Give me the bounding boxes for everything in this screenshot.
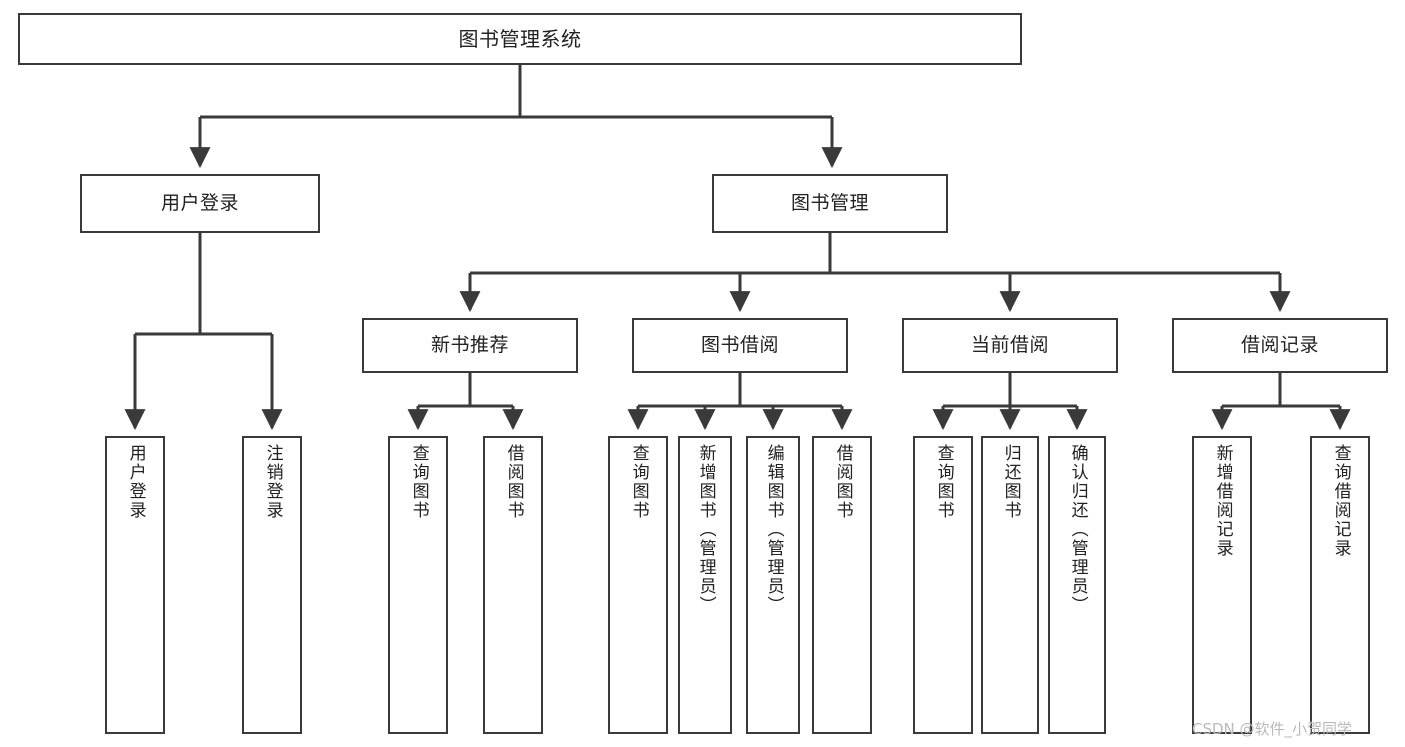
- node-leaf-query-book-1-label: 查询图书: [408, 444, 429, 520]
- node-leaf-logout-login-label: 注销登录: [262, 444, 283, 520]
- node-book-manage[interactable]: 图书管理: [712, 174, 948, 233]
- node-book-borrow[interactable]: 图书借阅: [632, 318, 848, 373]
- node-leaf-query-book-3[interactable]: 查询图书: [913, 436, 973, 734]
- node-leaf-user-login-label: 用户登录: [125, 444, 146, 520]
- node-new-book-recommend-label: 新书推荐: [430, 334, 509, 357]
- node-leaf-query-book-2[interactable]: 查询图书: [608, 436, 668, 734]
- node-leaf-borrow-book-1-label: 借阅图书: [503, 444, 524, 520]
- node-leaf-borrow-book-2[interactable]: 借阅图书: [812, 436, 872, 734]
- node-leaf-add-borrow-record[interactable]: 新增借阅记录: [1192, 436, 1252, 734]
- node-leaf-query-book-2-label: 查询图书: [628, 444, 649, 520]
- node-leaf-return-book[interactable]: 归还图书: [981, 436, 1039, 734]
- node-leaf-user-login[interactable]: 用户登录: [105, 436, 165, 734]
- node-root[interactable]: 图书管理系统: [18, 13, 1022, 65]
- node-borrow-record-label: 借阅记录: [1240, 334, 1319, 357]
- node-leaf-add-book-admin-label: 新增图书（管理员）: [695, 444, 716, 615]
- node-user-login-label: 用户登录: [160, 192, 239, 215]
- node-leaf-add-borrow-record-label: 新增借阅记录: [1212, 444, 1233, 558]
- node-current-borrow[interactable]: 当前借阅: [902, 318, 1118, 373]
- node-leaf-query-borrow-record[interactable]: 查询借阅记录: [1310, 436, 1370, 734]
- node-new-book-recommend[interactable]: 新书推荐: [362, 318, 578, 373]
- node-leaf-return-book-label: 归还图书: [1000, 444, 1021, 520]
- node-leaf-borrow-book-1[interactable]: 借阅图书: [483, 436, 543, 734]
- node-borrow-record[interactable]: 借阅记录: [1172, 318, 1388, 373]
- node-leaf-logout-login[interactable]: 注销登录: [242, 436, 302, 734]
- node-leaf-confirm-return-admin-label: 确认归还（管理员）: [1067, 444, 1088, 615]
- csdn-watermark: CSDN @软件_小贺同学: [1192, 720, 1353, 738]
- node-book-borrow-label: 图书借阅: [700, 334, 779, 357]
- node-leaf-add-book-admin[interactable]: 新增图书（管理员）: [678, 436, 732, 734]
- node-leaf-query-borrow-record-label: 查询借阅记录: [1330, 444, 1351, 558]
- node-leaf-query-book-3-label: 查询图书: [933, 444, 954, 520]
- node-root-label: 图书管理系统: [458, 27, 582, 51]
- node-leaf-confirm-return-admin[interactable]: 确认归还（管理员）: [1048, 436, 1106, 734]
- node-user-login[interactable]: 用户登录: [80, 174, 320, 233]
- node-leaf-query-book-1[interactable]: 查询图书: [388, 436, 448, 734]
- node-current-borrow-label: 当前借阅: [970, 334, 1049, 357]
- node-leaf-borrow-book-2-label: 借阅图书: [832, 444, 853, 520]
- node-leaf-edit-book-admin[interactable]: 编辑图书（管理员）: [746, 436, 800, 734]
- node-book-manage-label: 图书管理: [790, 192, 869, 215]
- node-leaf-edit-book-admin-label: 编辑图书（管理员）: [763, 444, 784, 615]
